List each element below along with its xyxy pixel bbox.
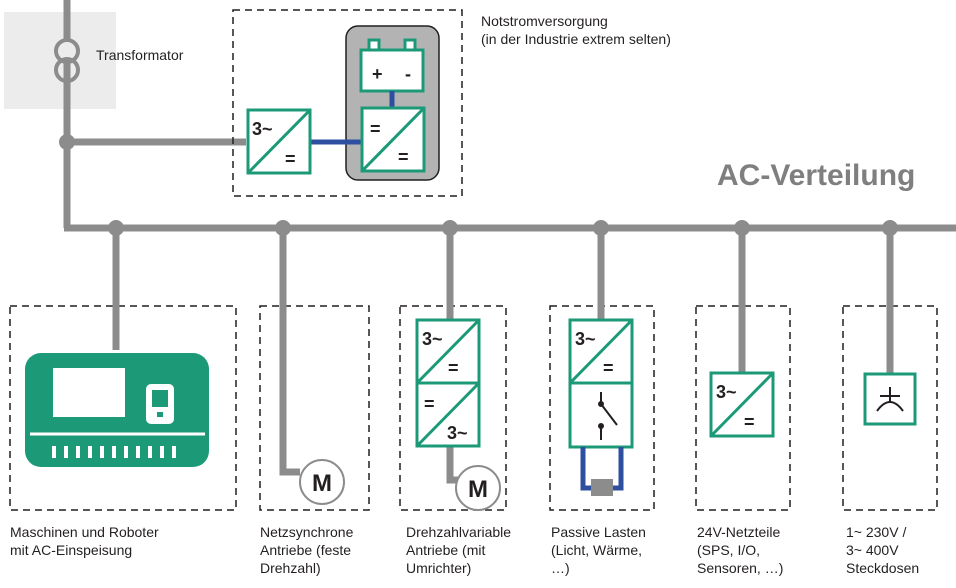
- passive-rectifier-out: =: [603, 358, 614, 378]
- motor-icon: [299, 459, 345, 505]
- vsd-rectifier-in: 3~: [422, 329, 443, 349]
- load-label-machines: Maschinen und Roboter mit AC-Einspeisung: [10, 523, 159, 559]
- label-line: Maschinen und Roboter: [10, 524, 159, 540]
- rectifier-out: =: [285, 149, 296, 169]
- bus-node: [108, 220, 124, 236]
- vsd-motor-line: [446, 446, 458, 484]
- heater-element: [591, 479, 613, 496]
- label-line: (SPS, I/O,: [697, 542, 761, 558]
- label-line: 24V-Netzteile: [697, 524, 781, 540]
- vsd-rectifier: 3~ =: [415, 318, 481, 385]
- socket-icon: [876, 387, 904, 412]
- backup-label-line: Notstromversorgung: [481, 13, 608, 29]
- motor-label: M: [468, 476, 488, 503]
- label-line: Antriebe (feste: [260, 542, 352, 558]
- backup-supply-label: Notstromversorgung (in der Industrie ext…: [481, 12, 671, 48]
- load-label-sync-drives: Netzsynchrone Antriebe (feste Drehzahl): [260, 523, 353, 577]
- vsd-inverter: = 3~: [415, 381, 481, 448]
- passive-rectifier: 3~ =: [568, 318, 634, 385]
- label-line: Antriebe (mit: [406, 542, 486, 558]
- passive-rectifier-in: 3~: [575, 329, 596, 349]
- dcdc-out: =: [398, 147, 409, 167]
- label-line: Netzsynchrone: [260, 524, 354, 540]
- psu-out: =: [744, 412, 755, 432]
- backup-label-line: (in der Industrie extrem selten): [481, 31, 671, 47]
- backup-supply-box: [232, 9, 463, 197]
- vsd-inverter-in: =: [424, 394, 435, 414]
- feeder-line-sync-drives: [279, 228, 300, 476]
- socket-box: [863, 372, 917, 426]
- bus-node: [275, 220, 291, 236]
- psu-converter: 3~ =: [709, 371, 775, 438]
- load-label-passive: Passive Lasten (Licht, Wärme, …): [551, 523, 646, 577]
- load-label-24v: 24V-Netzteile (SPS, I/O, Sensoren, …): [697, 523, 783, 577]
- label-line: Sensoren, …): [697, 560, 784, 576]
- bus-node: [593, 220, 609, 236]
- vsd-rectifier-out: =: [448, 358, 459, 378]
- switch-icon: [598, 392, 618, 440]
- label-line: Drehzahl): [260, 560, 321, 576]
- rectifier-converter: 3~ =: [246, 108, 312, 175]
- junction-node: [59, 134, 75, 150]
- label-line: Steckdosen: [846, 560, 920, 576]
- label-line: 3~ 400V: [846, 542, 899, 558]
- battery-plus: +: [372, 64, 383, 84]
- transformer-icon: [54, 38, 80, 83]
- load-label-sockets: 1~ 230V / 3~ 400V Steckdosen: [846, 523, 919, 577]
- label-line: Drehzahlvariable: [406, 524, 512, 540]
- load-box-machines: [9, 305, 237, 511]
- label-line: 1~ 230V /: [846, 524, 907, 540]
- motor-label: M: [312, 470, 332, 497]
- label-line: Umrichter): [406, 560, 472, 576]
- dcdc-converter: = =: [360, 106, 426, 173]
- rectifier-in: 3~: [252, 119, 273, 139]
- label-line: Passive Lasten: [551, 524, 646, 540]
- bus-node: [442, 220, 458, 236]
- psu-in: 3~: [716, 382, 737, 402]
- bus-node: [734, 220, 750, 236]
- load-label-vsd: Drehzahlvariable Antriebe (mit Umrichter…: [406, 523, 511, 577]
- label-line: (Licht, Wärme,: [551, 542, 643, 558]
- battery-minus: -: [405, 64, 411, 84]
- ac-bus-label: AC-Verteilung: [717, 159, 916, 192]
- motor-icon: [455, 465, 501, 511]
- load-box-24v: [695, 305, 791, 511]
- label-line: mit AC-Einspeisung: [10, 542, 133, 558]
- load-box-sockets: [842, 305, 938, 511]
- vsd-inverter-out: 3~: [447, 423, 468, 443]
- transformer-label: Transformator: [96, 47, 184, 63]
- load-box-sync-drives: [259, 305, 370, 511]
- bus-node: [882, 220, 898, 236]
- machine-icon: [25, 353, 209, 467]
- dcdc-in: =: [370, 119, 381, 139]
- label-line: …): [551, 560, 570, 576]
